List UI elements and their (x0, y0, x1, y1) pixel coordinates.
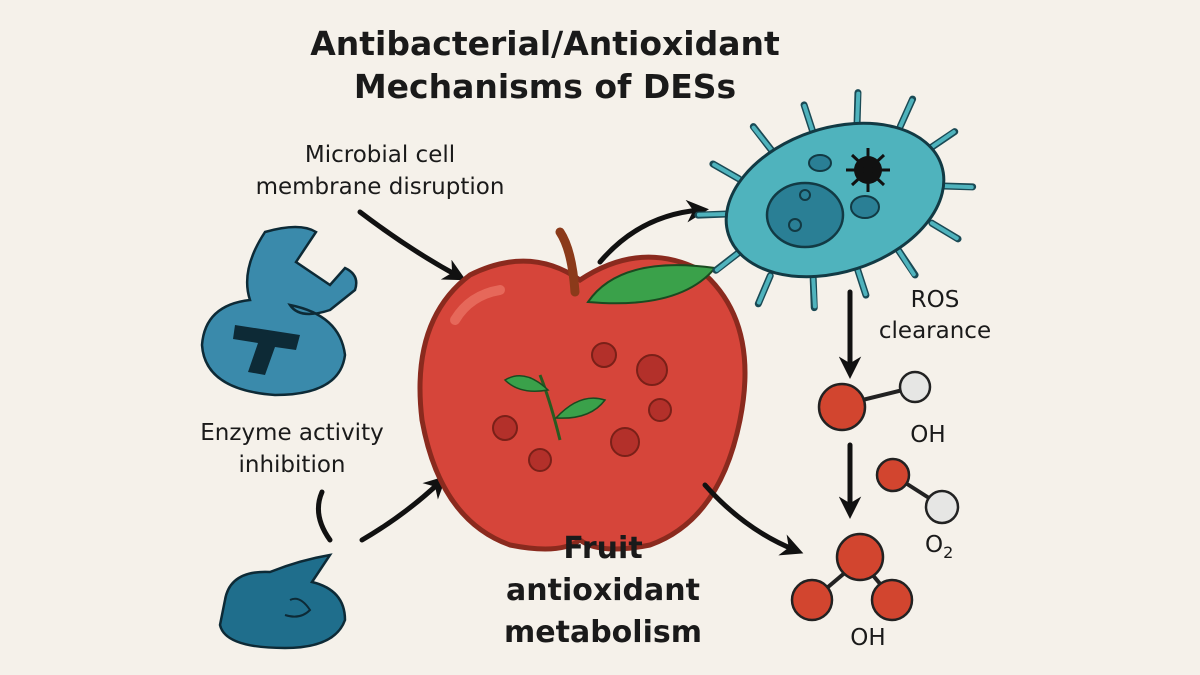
enzyme-label-2: inhibition (239, 452, 346, 478)
o2-label: O2 (925, 532, 953, 562)
title-line-2: Mechanisms of DESs (354, 67, 736, 106)
apple-to-molecule-arrow (702, 482, 804, 556)
membrane-arrow (357, 209, 466, 281)
enzyme-icon (200, 225, 358, 397)
enzyme-arrow (359, 475, 447, 543)
oh-label-1: OH (910, 422, 945, 448)
fruit-label-2: antioxidant (506, 573, 700, 608)
apple-icon (417, 227, 748, 552)
fruit-label-3: metabolism (504, 615, 702, 650)
oxygen-molecule-icon (875, 457, 960, 525)
bacterium-nucleus (765, 181, 845, 249)
inhibited-enzyme-icon (218, 553, 347, 650)
title-line-1: Antibacterial/Antioxidant (310, 24, 780, 63)
water-molecule-icon (790, 532, 914, 622)
apple-spots (492, 342, 672, 472)
hydroxyl-molecule-icon (817, 370, 932, 432)
apple-to-bacterium-arrow (597, 199, 709, 265)
membrane-label-1: Microbial cell (305, 142, 455, 168)
enzyme-bracket (315, 489, 333, 543)
ros-label-1: ROS (911, 287, 960, 313)
membrane-label-2: membrane disruption (256, 174, 505, 200)
enzyme-label-1: Enzyme activity (200, 420, 383, 446)
fruit-label-1: Fruit (563, 531, 642, 566)
damage-spot-icon (846, 148, 890, 192)
oh-label-2: OH (850, 625, 885, 651)
ros-label-2: clearance (879, 318, 991, 344)
